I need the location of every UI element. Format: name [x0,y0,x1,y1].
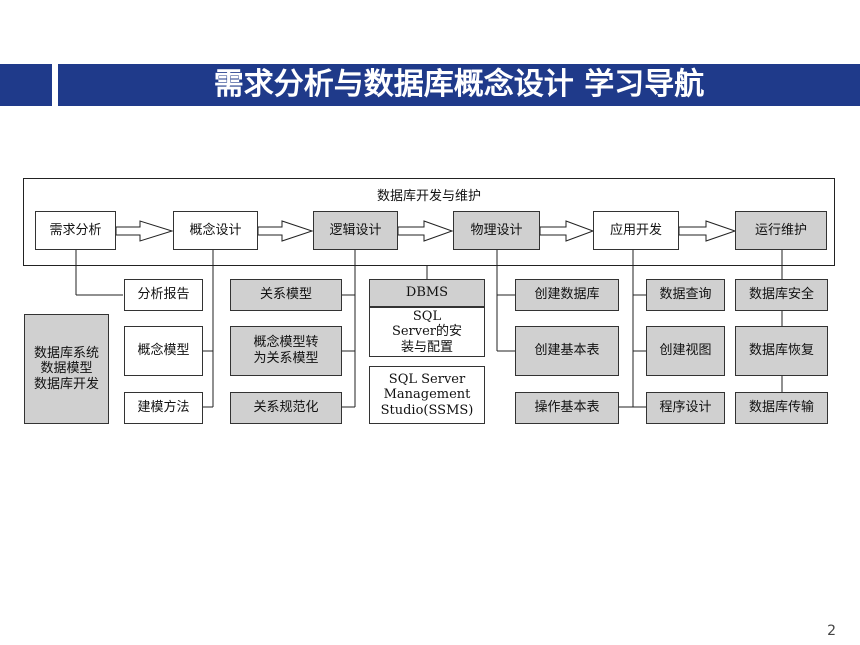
page-number: 2 [827,623,836,639]
stage-application-dev: 应用开发 [593,211,679,250]
lifecycle-frame: 数据库开发与维护 [23,178,835,266]
item-create-view: 创建视图 [646,326,725,376]
item-program-design: 程序设计 [646,392,725,424]
item-operate-table: 操作基本表 [515,392,619,424]
sidebar-line-1: 数据库系统 [33,345,99,361]
title-bar-accent [0,64,52,106]
item-model-conversion: 概念模型转为关系模型 [230,326,342,376]
item-data-query: 数据查询 [646,279,725,311]
stage-conceptual-design: 概念设计 [173,211,258,250]
item-relational-model: 关系模型 [230,279,342,311]
item-create-table: 创建基本表 [515,326,619,376]
item-sqlserver-install: SQL Server的安装与配置 [369,307,485,357]
stage-operation-maintenance: 运行维护 [735,211,827,250]
item-dbms: DBMS [369,279,485,307]
item-create-database: 创建数据库 [515,279,619,311]
stage-logical-design: 逻辑设计 [313,211,398,250]
item-db-security: 数据库安全 [735,279,828,311]
frame-title: 数据库开发与维护 [376,189,481,204]
item-db-transfer: 数据库传输 [735,392,828,424]
item-modeling-method: 建模方法 [124,392,203,424]
stage-physical-design: 物理设计 [453,211,540,250]
stage-requirements: 需求分析 [35,211,116,250]
topics-sidebar: 数据库系统 数据模型 数据库开发 [24,314,109,424]
item-normalization: 关系规范化 [230,392,342,424]
sidebar-line-2: 数据模型 [40,361,93,377]
item-db-recovery: 数据库恢复 [735,326,828,376]
sidebar-line-3: 数据库开发 [33,376,99,392]
item-ssms: SQL Server Management Studio(SSMS) [369,366,485,424]
item-conceptual-model: 概念模型 [124,326,203,376]
page-title: 需求分析与数据库概念设计 学习导航 [58,64,860,106]
item-analysis-report: 分析报告 [124,279,203,311]
